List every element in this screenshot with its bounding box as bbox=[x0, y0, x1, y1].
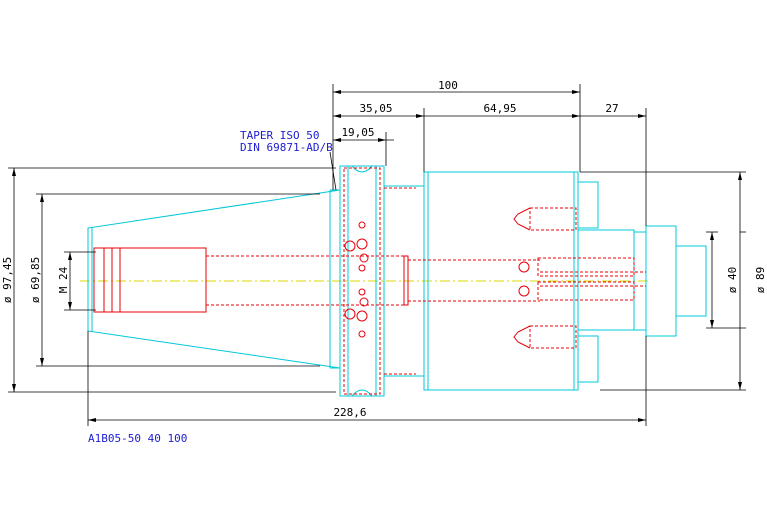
part-code-label: A1B05-50 40 100 bbox=[88, 432, 187, 445]
taper-cone bbox=[87, 189, 341, 369]
flange bbox=[329, 165, 425, 397]
dim-overall-gauge: 100 bbox=[438, 79, 458, 92]
dim-flange-length: 35,05 bbox=[359, 102, 392, 115]
dim-thread: M 24 bbox=[57, 266, 70, 293]
nose bbox=[633, 225, 707, 337]
dim-dia-69: ø 69,85 bbox=[29, 257, 42, 303]
dim-dia-40: ø 40 bbox=[726, 267, 739, 294]
hidden-features bbox=[93, 167, 646, 395]
dim-flange-width: 19,05 bbox=[341, 126, 374, 139]
dim-nose-length: 27 bbox=[605, 102, 618, 115]
taper-label-line2: DIN 69871-AD/B bbox=[240, 141, 333, 154]
dim-total-length: 228,6 bbox=[333, 406, 366, 419]
dim-dia-89: ø 89 bbox=[754, 267, 767, 294]
dim-body-length: 64,95 bbox=[483, 102, 516, 115]
taper-label-line1: TAPER ISO 50 bbox=[240, 129, 319, 142]
dimension-lines bbox=[8, 84, 746, 426]
dim-dia-97: ø 97,45 bbox=[1, 257, 14, 303]
